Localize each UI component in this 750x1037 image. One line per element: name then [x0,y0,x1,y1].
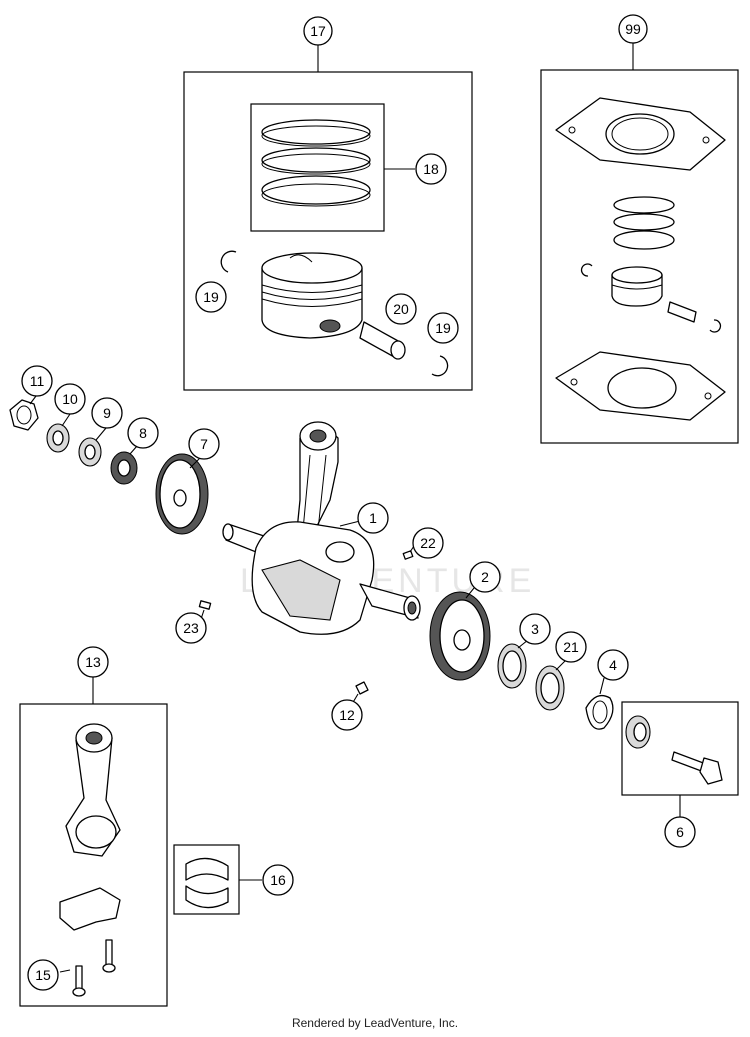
callout-label: 19 [203,289,219,305]
callout-19b: 19 [427,312,459,344]
callout-3: 3 [519,613,551,645]
left-parts-stack [9,395,209,535]
bolt-box [621,701,739,818]
callout-label: 16 [270,872,286,888]
callout-16: 16 [262,864,294,896]
key-23 [198,600,212,610]
callout-label: 10 [62,391,78,407]
callout-20: 20 [385,293,417,325]
callout-label: 99 [625,21,641,37]
callout-18: 18 [415,153,447,185]
callout-label: 7 [200,436,208,452]
callout-label: 8 [139,425,147,441]
piston-pin [359,321,406,360]
callout-6: 6 [664,816,696,848]
callout-label: 6 [676,824,684,840]
piston-kit-box [183,45,473,391]
circlip-left [220,250,237,273]
piston-ring-set [261,119,371,207]
callout-7: 7 [188,428,220,460]
callout-label: 22 [420,535,436,551]
callout-label: 13 [85,654,101,670]
bearing-box [173,844,262,915]
callout-label: 19 [435,320,451,336]
callout-label: 12 [339,707,355,723]
key-22 [402,550,414,560]
callout-label: 2 [481,569,489,585]
callout-label: 18 [423,161,439,177]
callout-label: 11 [30,373,45,389]
callout-23: 23 [175,612,207,644]
callout-13: 13 [77,646,109,678]
callout-1: 1 [357,502,389,534]
right-parts-stack [429,587,614,730]
callout-label: 21 [563,639,579,655]
callout-12: 12 [331,699,363,731]
footer-credit: Rendered by LeadVenture, Inc. [291,1016,459,1030]
callout-label: 9 [103,405,111,421]
key-12 [355,681,369,695]
callout-4: 4 [597,649,629,681]
callout-9: 9 [91,397,123,429]
piston [261,252,363,339]
callout-21: 21 [555,631,587,663]
nut-11 [9,399,39,431]
callout-label: 3 [531,621,539,637]
callout-2: 2 [469,561,501,593]
connecting-rod-box [19,676,168,1007]
callout-label: 4 [609,657,617,673]
callout-17: 17 [303,16,333,46]
callout-label: 20 [393,301,409,317]
crankshaft [222,421,421,635]
callout-99: 99 [618,14,648,44]
callout-19a: 19 [195,281,227,313]
circlip-right [431,355,449,377]
gear-7 [155,453,209,535]
callout-label: 15 [35,967,51,983]
callout-label: 23 [183,620,199,636]
top-end-kit-box [540,43,739,444]
callout-label: 1 [369,510,377,526]
callout-11: 11 [21,365,53,397]
callout-label: 17 [310,23,326,39]
callout-22: 22 [412,527,444,559]
callout-15: 15 [27,959,59,991]
callout-8: 8 [127,417,159,449]
callout-10: 10 [54,383,86,415]
